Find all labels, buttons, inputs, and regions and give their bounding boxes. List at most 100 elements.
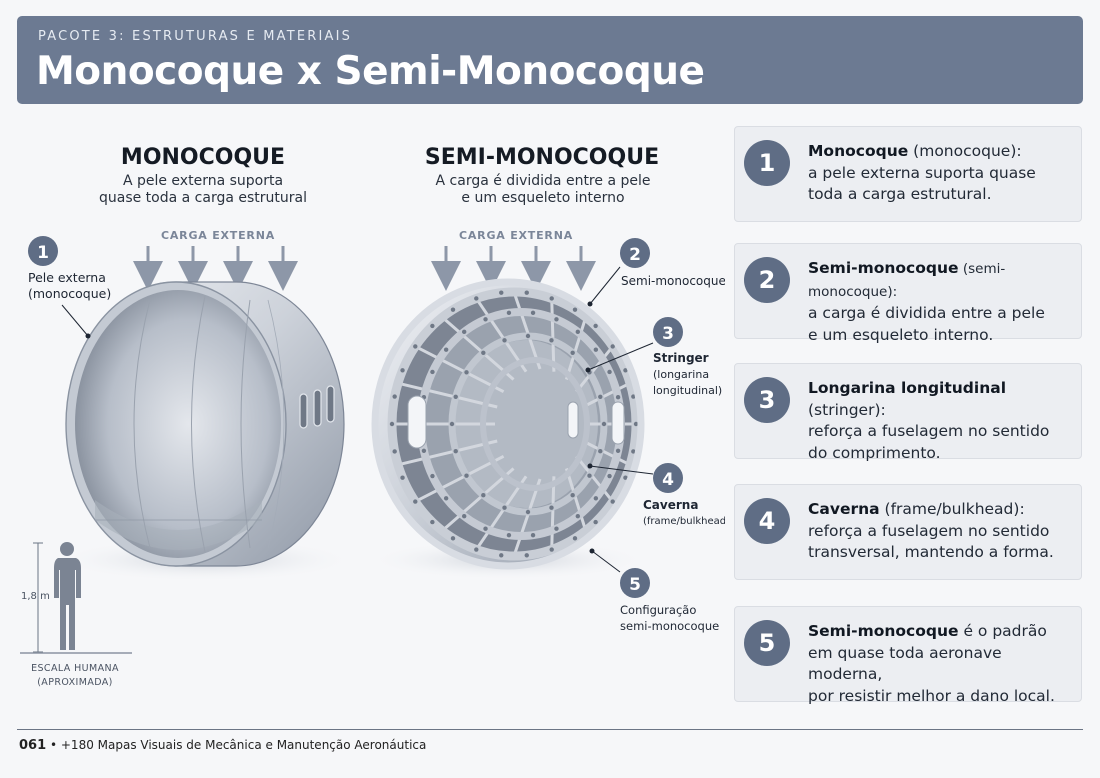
info-card-line3: e um esqueleto interno. [808,325,994,344]
info-card-text: Caverna (frame/bulkhead): reforça a fuse… [808,499,1078,564]
lightening-hole [610,499,615,504]
info-card-term-note: é o padrão [958,622,1047,640]
info-card-line2: a pele externa suporta quase [808,163,1036,182]
callout-3-dot [585,367,591,373]
semi-load-label: CARGA EXTERNA [459,229,573,242]
lightening-hole [502,338,507,343]
stringer [475,475,528,551]
section-kicker: PACOTE 3: ESTRUTURAS E MATERIAIS [38,29,353,44]
page-header: PACOTE 3: ESTRUTURAS E MATERIAIS Monocoq… [17,16,1083,104]
callout-4-number: 4 [662,470,674,490]
lightening-hole [607,473,612,479]
lightening-hole [400,368,405,373]
mono-subtitle-line1: A pele externa suporta [123,173,283,189]
stringer [565,316,588,380]
mono-subtitle-line2: quase toda a carga estrutural [99,190,307,206]
lightening-hole [464,473,469,478]
stringer [475,297,528,373]
callout-1-line2: (monocoque) [28,286,111,301]
lightening-hole [570,350,575,356]
stringer [582,381,631,409]
callout-5-dot [589,548,595,554]
stringer [397,381,498,409]
lightening-hole [400,475,405,480]
callout-3-number: 3 [662,324,674,344]
info-card-line3: transversal, mantendo a forma. [808,543,1054,561]
info-card-term: Monocoque [808,142,909,160]
callout-2-leader [589,266,621,305]
fuselage-diagram: MONOCOQUE A pele externa suporta quase t… [20,145,725,688]
info-card-3: 3 Longarina longitudinal (stringer): ref… [734,363,1082,462]
callout-2-number: 2 [629,245,641,265]
lightening-hole [593,323,598,329]
callout-3-line3: longitudinal) [653,384,722,397]
lightening-hole [631,449,636,454]
lightening-hole [450,536,456,541]
semi-subtitle-line1: A carga é dividida entre a pele [436,173,651,189]
stringer-lines [392,291,636,557]
callout-3-badge [653,317,683,347]
lightening-hole [525,333,531,339]
lightening-hole [549,296,554,301]
lightening-hole [481,492,486,498]
info-card-line2: reforça a fuselagem no sentido [808,521,1050,540]
lightening-hole [430,519,435,525]
lightening-hole [572,307,578,312]
mono-load-label: CARGA EXTERNA [161,229,275,242]
callout-3-line1: Stringer [653,351,709,365]
info-card-line2: reforça a fuselagem no sentido [808,422,1050,440]
lightening-hole [430,473,435,479]
footer-bullet: • [49,738,58,752]
page-number: 061 [19,738,47,753]
stringer [512,291,542,370]
lightening-hole [525,509,531,515]
callout-2-badge [620,238,650,268]
person-silhouette [54,542,81,650]
lightening-hole [421,448,427,454]
lightening-hole [549,505,554,510]
stringer [441,316,515,381]
lightening-hole [575,329,581,335]
lightening-hole [530,310,536,316]
callout-1-number: 1 [37,243,49,263]
lightening-hole [413,499,418,504]
page-footer: 061 • +180 Mapas Visuais de Mecânica e M… [19,738,426,753]
stringer [582,439,631,467]
book-title: +180 Mapas Visuais de Mecânica e Manuten… [60,738,427,752]
info-card-1: 1 Monocoque (monocoque): a pele externa … [734,126,1082,222]
callout-2-line1: Semi-monocoque [621,274,725,288]
lightening-hole [610,344,615,349]
info-card-term-note: (monocoque): [908,142,1022,160]
scale-caption-line2: (APROXIMADA) [37,677,113,688]
info-card-5: 5 Semi-monocoque é o padrão em quase tod… [734,606,1082,705]
callout-2-dot [587,301,593,307]
lightening-hole [506,532,512,538]
stringer [414,345,505,394]
lightening-hole [524,290,529,295]
callout-4-dot [587,463,593,469]
lightening-hole [461,329,467,335]
lightening-hole [499,553,504,558]
info-card-badge: 4 [744,498,790,544]
lightening-hole [481,350,486,356]
callout-4-leader [589,465,654,475]
lightening-hole [615,448,621,454]
lightening-hole [502,505,507,510]
stringer [550,476,556,550]
lightening-hole [601,421,607,427]
callout-5-leader [591,550,621,573]
lightening-hole [530,532,536,538]
lightening-hole [392,394,397,399]
info-card-term-note: (stringer): [808,400,886,419]
callout-4-line2: (frame/bulkhead) [643,516,725,527]
lightening-hole [549,547,554,552]
info-card-4: 4 Caverna (frame/bulkhead): reforça a fu… [734,484,1082,580]
info-card-line3: toda a carga estrutural. [808,185,992,203]
lightening-hole [474,296,479,301]
stringer [565,468,588,532]
lightening-hole [430,369,435,375]
lightening-hole [499,290,504,295]
lightening-hole [389,421,395,427]
callout-1-dot [85,333,91,339]
lightening-hole [450,307,456,312]
